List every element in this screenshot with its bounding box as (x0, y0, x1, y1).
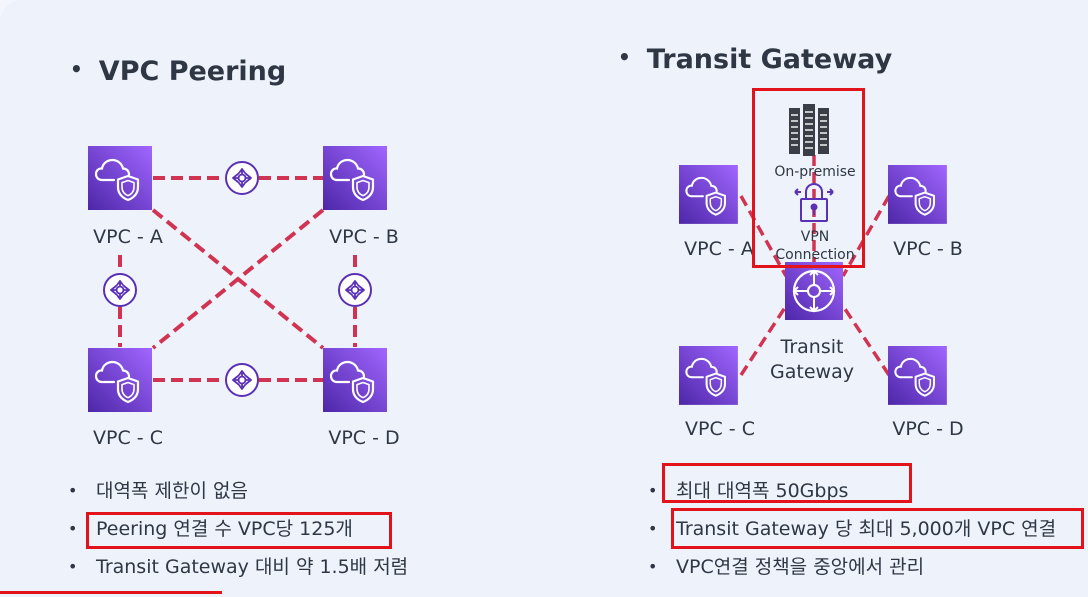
vpc-cloud-shield-icon (321, 346, 389, 414)
padlock-vpn-icon (794, 182, 834, 222)
vpc-cloud-shield-icon (886, 344, 948, 406)
bullet-item: Transit Gateway 대비 약 1.5배 저렴 (68, 548, 408, 586)
bandwidth-highlight-box (662, 463, 912, 503)
vpn-label-line1: VPN (801, 229, 830, 245)
tgw-label-line2: Gateway (770, 361, 854, 383)
vpc-cloud-shield-icon (677, 344, 739, 406)
bullet-item: Peering 연결 수 VPC당 125개 (68, 510, 408, 548)
transit-gateway-hub-icon (785, 262, 843, 320)
vpc-cloud-shield-icon (86, 346, 154, 414)
vpc-peering-bullets: 대역폭 제한이 없음 Peering 연결 수 VPC당 125개 Transi… (68, 472, 408, 586)
peering-connection-icon (103, 273, 137, 307)
tgw-label-line1: Transit (780, 336, 844, 358)
peering-connection-icon (225, 363, 259, 397)
connector-c-tgw (739, 305, 788, 376)
tgw-vpc-c-label: VPC - C (685, 418, 755, 440)
vpc-peering-title-text: VPC Peering (98, 56, 287, 87)
peering-limit-highlight-box (86, 512, 392, 549)
peering-connection-icon (225, 161, 259, 195)
peering-connectors (118, 176, 357, 382)
transit-gateway-title: • Transit Gateway (618, 44, 892, 75)
vpc-cloud-shield-icon (677, 163, 739, 225)
bullet-item: 최대 대역폭 50Gbps (648, 472, 1056, 510)
tgw-vpc-b-label: VPC - B (893, 238, 963, 260)
bullet-item: 대역폭 제한이 없음 (68, 472, 408, 510)
peering-vpc-b-label: VPC - B (329, 226, 399, 248)
vpn-label-line2: Connection (775, 247, 854, 263)
on-premise-highlight-box (752, 88, 865, 268)
transit-gateway-bullets: 최대 대역폭 50Gbps Transit Gateway 당 최대 5,000… (648, 472, 1056, 586)
connector-b-tgw (841, 195, 891, 277)
connector-d-tgw (841, 305, 891, 376)
vpc-cloud-shield-icon (886, 163, 948, 225)
on-premise-label: On-premise (774, 164, 855, 180)
peering-vpc-a-label: VPC - A (93, 226, 163, 248)
bullet-item: Transit Gateway 당 최대 5,000개 VPC 연결 (648, 510, 1056, 548)
tgw-vpc-d-label: VPC - D (892, 418, 963, 440)
bottom-accent-line (0, 591, 222, 594)
vpc-limit-highlight-box (671, 508, 1084, 549)
vpc-cloud-shield-icon (86, 144, 154, 212)
connector-a-tgw (739, 195, 788, 277)
server-icon (789, 104, 829, 156)
bullet-item: VPC연결 정책을 중앙에서 관리 (648, 548, 1056, 586)
transit-gateway-title-text: Transit Gateway (646, 44, 893, 75)
bullet-dot: • (70, 57, 83, 81)
peering-vpc-c-label: VPC - C (93, 427, 163, 449)
vpc-peering-title: • VPC Peering (70, 56, 286, 87)
tgw-vpc-a-label: VPC - A (684, 238, 754, 260)
peering-connection-icon (338, 273, 372, 307)
peering-vpc-d-label: VPC - D (328, 427, 399, 449)
vpc-cloud-shield-icon (321, 144, 389, 212)
bullet-dot: • (618, 45, 631, 69)
connector-b-c-diagonal (151, 208, 325, 350)
